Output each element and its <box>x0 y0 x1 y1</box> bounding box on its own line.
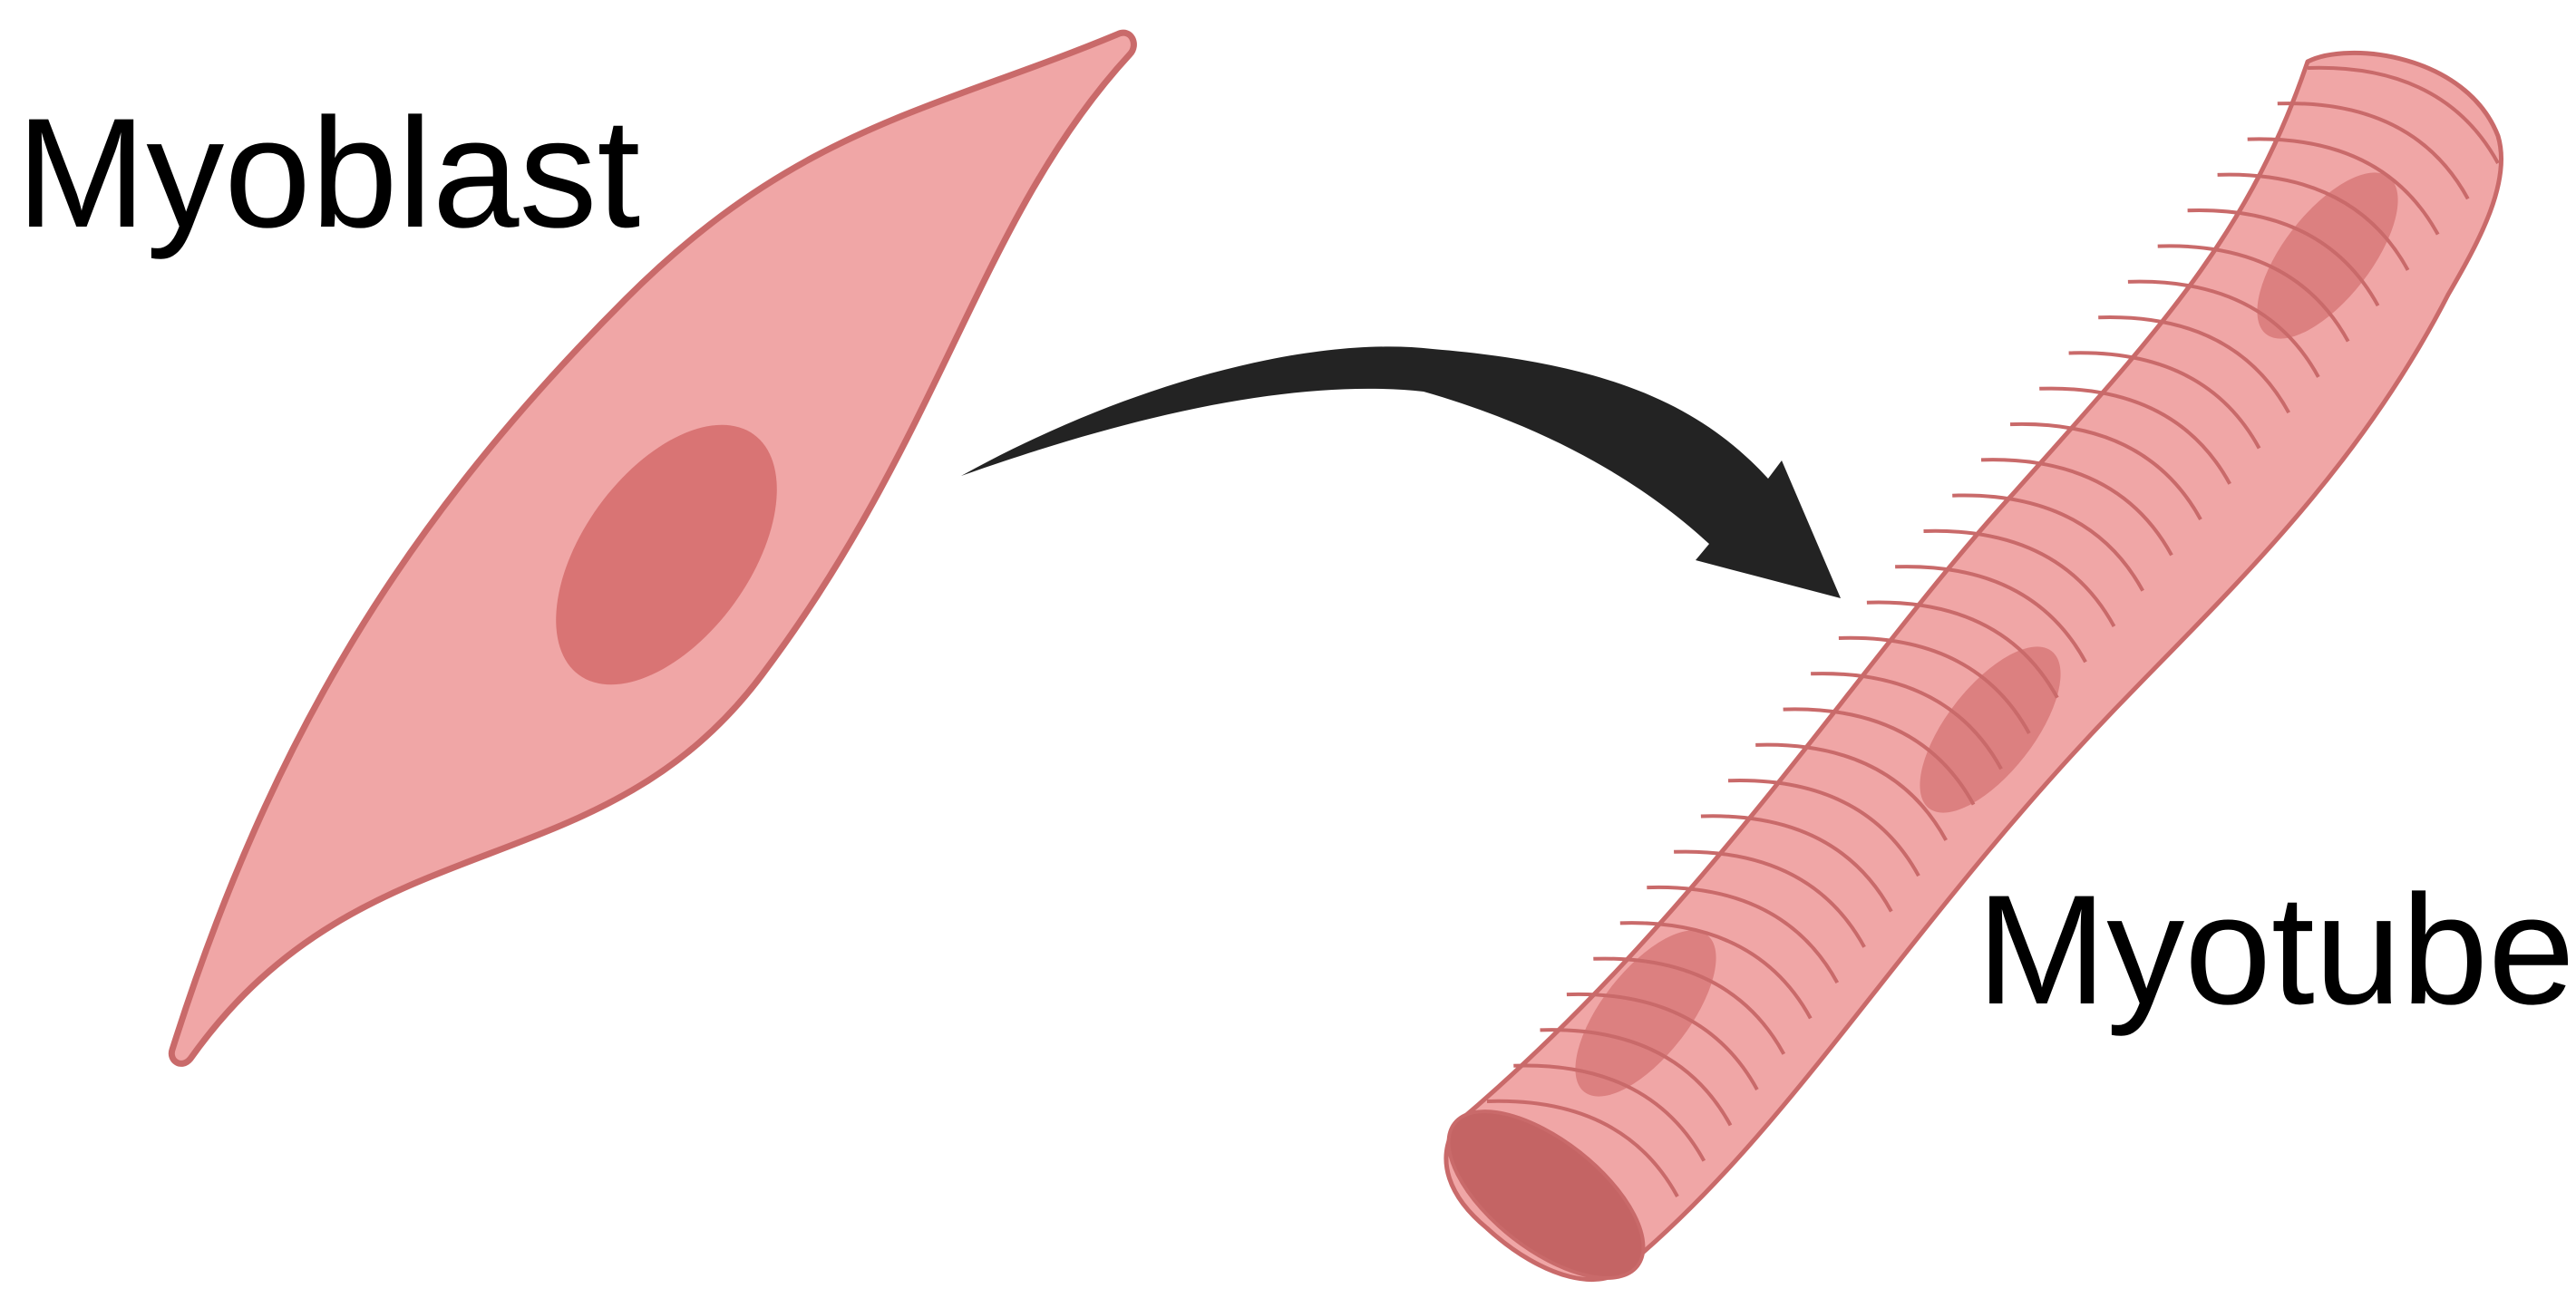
striation-line <box>2009 421 2202 521</box>
striation-line <box>1952 493 2144 592</box>
myotube-fiber <box>1444 51 2504 1283</box>
striation-line <box>1486 1099 1679 1197</box>
striation-line <box>2157 244 2350 343</box>
curved-arrow <box>961 346 1841 598</box>
myoblast-label: Myoblast <box>16 86 641 260</box>
striation-line <box>1895 565 2087 664</box>
striation-line <box>1838 635 2031 734</box>
striation-line <box>1811 672 2003 770</box>
striation-line <box>1727 779 1920 877</box>
striation-line <box>2068 351 2261 450</box>
myoblast-nucleus <box>556 424 777 685</box>
striation-line <box>1513 1063 1706 1162</box>
striation-line <box>2277 102 2470 200</box>
myoblast-cell <box>168 29 1137 1067</box>
myotube-nucleus-bottom <box>1575 930 1716 1097</box>
striation-line <box>1980 458 2173 557</box>
myotube-striations <box>1486 65 2500 1197</box>
striation-line <box>1540 1028 1733 1127</box>
striation-line <box>1593 956 1786 1055</box>
striation-line <box>2187 208 2380 307</box>
striation-line <box>2039 386 2231 485</box>
myotube-label: Myotube <box>1977 863 2575 1037</box>
striation-line <box>2217 172 2410 271</box>
striation-line <box>2307 65 2500 164</box>
striation-line <box>2098 315 2290 414</box>
striation-line <box>1566 992 1759 1091</box>
striation-line <box>1647 885 1840 984</box>
striation-line <box>2127 279 2320 378</box>
striation-line <box>2247 137 2440 236</box>
myotube-cross-section <box>1446 1109 1646 1280</box>
striation-line <box>1619 921 1813 1020</box>
striation-line <box>1783 707 1976 806</box>
striation-line <box>1866 600 2059 699</box>
striation-line <box>1755 742 1948 841</box>
striation-line <box>1700 814 1893 913</box>
striation-line <box>1674 849 1866 948</box>
striation-line <box>1923 528 2116 627</box>
myotube-nucleus-middle <box>1920 646 2061 813</box>
